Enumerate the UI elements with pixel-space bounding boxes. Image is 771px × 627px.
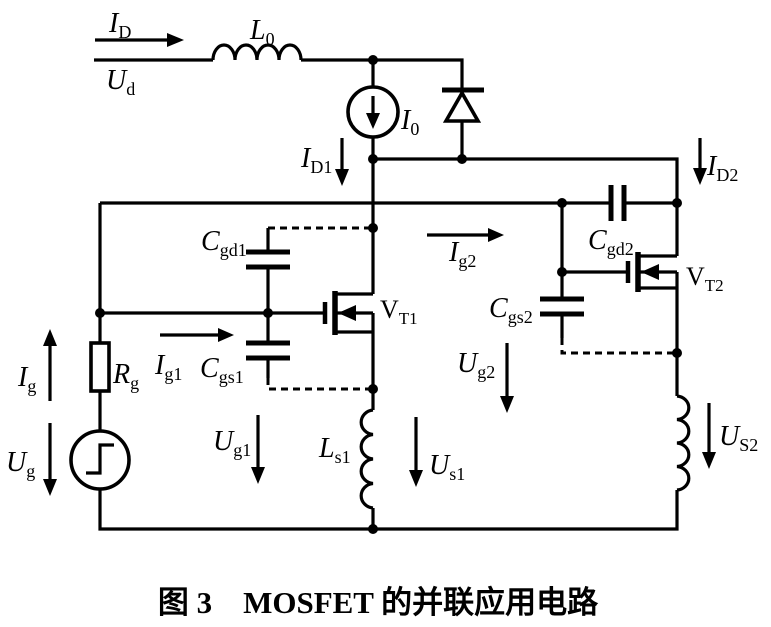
- ls1-inductor-coil: [359, 408, 374, 510]
- us2-arrow-head: [702, 452, 716, 469]
- id1-current-arrow: [335, 138, 349, 186]
- figure-caption: 图 3 MOSFET 的并联应用电路: [158, 585, 599, 620]
- vt2-body-arrow-icon: [641, 264, 659, 280]
- diode-triangle: [442, 89, 482, 123]
- ug-step-source: [69, 429, 131, 491]
- us2-voltage-arrow: [702, 403, 716, 469]
- junction-dot: [368, 384, 378, 394]
- label-ls1: Ls1: [318, 433, 351, 467]
- cgs2-capacitor: [540, 272, 677, 355]
- label-id1: ID1: [300, 143, 332, 177]
- label-rg: Rg: [112, 359, 139, 393]
- ug2-voltage-arrow: [500, 343, 514, 413]
- junction-dot: [368, 55, 378, 65]
- ug1-arrow-head: [251, 467, 265, 484]
- label-l0: L0: [249, 15, 275, 49]
- cgd2-capacitor: [608, 185, 627, 221]
- step-waveform-icon: [86, 443, 114, 475]
- junction-dot: [672, 348, 682, 358]
- rg-body: [89, 341, 111, 393]
- junction-dot: [457, 154, 467, 164]
- id2-arrow-head: [693, 168, 707, 185]
- ig1-current-arrow: [160, 328, 234, 342]
- us1-voltage-arrow: [409, 417, 423, 487]
- cgs1-dashed-link: [266, 378, 373, 391]
- id2-current-arrow: [693, 138, 707, 185]
- junction-dot: [263, 308, 273, 318]
- junction-dot: [672, 198, 682, 208]
- i0-current-source: [346, 85, 400, 139]
- junction-dot: [368, 524, 378, 534]
- id-current-arrow: [95, 33, 184, 47]
- wire-vt2-gate-node: [560, 203, 628, 274]
- i0-arrow-head: [366, 113, 380, 129]
- junction-dot: [557, 198, 567, 208]
- label-cgs1: Cgs1: [200, 353, 244, 387]
- wires: [94, 58, 679, 531]
- label-ug: Ug: [6, 447, 35, 481]
- wire-bottom-rail: [98, 489, 679, 531]
- ig2-current-arrow: [427, 228, 504, 242]
- label-cgd2: Cgd2: [588, 225, 634, 259]
- vt2-mosfet: [625, 252, 679, 292]
- ig-current-arrow: [43, 329, 57, 401]
- label-id2: ID2: [706, 151, 738, 185]
- cgd1-capacitor: [246, 226, 373, 313]
- ig1-arrow-head: [218, 328, 234, 342]
- cgs1-capacitor: [246, 313, 373, 391]
- junction-dots: [95, 55, 682, 534]
- junction-dot: [557, 267, 567, 277]
- junction-dot: [95, 308, 105, 318]
- label-cgd1: Cgd1: [201, 226, 247, 260]
- label-ud: Ud: [106, 65, 135, 99]
- vt1-body-arrow-icon: [338, 305, 356, 321]
- label-ug2: Ug2: [457, 348, 495, 382]
- label-ug1: Ug1: [213, 426, 251, 460]
- label-id: ID: [108, 8, 131, 42]
- i0-circle: [346, 85, 400, 139]
- id1-arrow-head: [335, 169, 349, 186]
- label-cgs2: Cgs2: [489, 293, 533, 327]
- ug-arrow-head: [43, 479, 57, 496]
- label-ig1: Ig1: [154, 350, 182, 384]
- ug2-arrow-head: [500, 396, 514, 413]
- rg-resistor: [89, 341, 111, 393]
- label-vt1: VT1: [380, 295, 418, 328]
- label-ig2: Ig2: [448, 237, 476, 271]
- vt1-mosfet: [322, 291, 375, 335]
- junction-dot: [368, 154, 378, 164]
- label-vt2: VT2: [686, 262, 724, 295]
- ls2-inductor-coil: [676, 394, 691, 492]
- wire-node-bus: [373, 157, 679, 203]
- id-arrow-head: [167, 33, 184, 47]
- label-i0: I0: [400, 105, 419, 139]
- ug1-voltage-arrow: [251, 415, 265, 484]
- ug-circle: [69, 429, 131, 491]
- ig2-arrow-head: [488, 228, 504, 242]
- us1-arrow-head: [409, 470, 423, 487]
- freewheel-diode: [442, 87, 484, 123]
- ug-voltage-arrow: [43, 423, 57, 496]
- ig-arrow-head: [43, 329, 57, 346]
- l0-inductor-coil: [211, 43, 303, 61]
- cgs2-dashed-link: [560, 338, 677, 355]
- label-us1: Us1: [429, 450, 465, 484]
- label-ig: Ig: [17, 362, 36, 396]
- junction-dot: [368, 223, 378, 233]
- wire-l0-to-diode: [301, 58, 464, 90]
- label-us2: US2: [719, 421, 758, 455]
